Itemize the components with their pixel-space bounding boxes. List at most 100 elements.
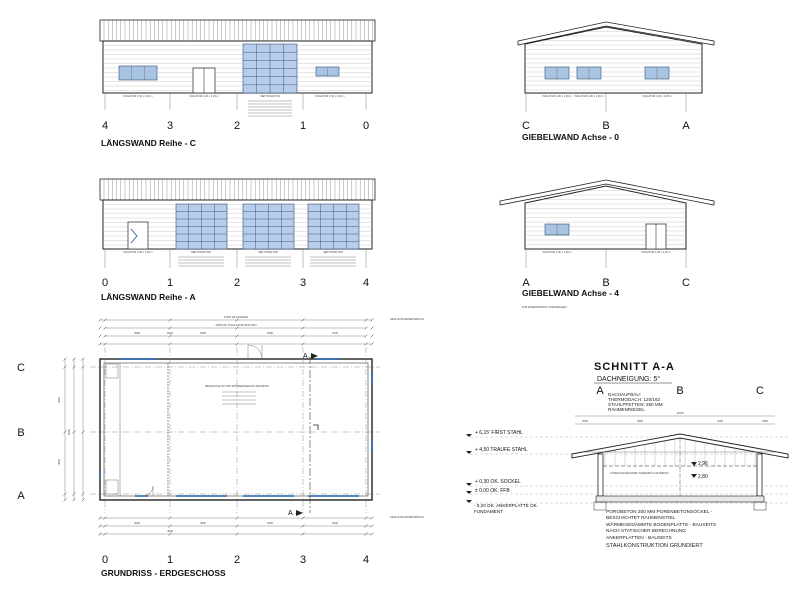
opening-note: SEKTIONALTOR — [260, 94, 280, 98]
grid-axis-label: B — [602, 277, 609, 289]
level-label: + 4,50 TRAUFE STAHL — [475, 447, 528, 453]
grid-axis-label: 3 — [300, 277, 306, 289]
opening-note: ISOLATOR 1,00 x 1,00 m — [574, 94, 603, 98]
dimension-bay: 4900 — [134, 521, 140, 525]
section-title: SCHNITT A-A — [594, 361, 675, 373]
inner-wall-line — [103, 362, 369, 497]
level-label: ± 0,00 OK. FFB — [475, 488, 510, 494]
grid-axis-label: 2 — [234, 277, 240, 289]
floor-plan-title: GRUNDRISS - ERDGESCHOSS — [101, 568, 226, 578]
elevation-achse-0: ISOLATOR 1,00 x 1,00 m ISOLATOR 1,00 x 1… — [517, 21, 715, 142]
grid-axis-label: C — [682, 277, 690, 289]
construction-note: ANKERPLATTEN - BAUSEITS — [606, 536, 672, 542]
dimension-sub: 22500 (R) STAHLKONSTRUKTION — [215, 323, 256, 327]
opening-note: SEKTIONALTOR — [191, 250, 211, 254]
dimension-bay: 5000 — [167, 331, 173, 335]
grid-axis-label: 0 — [102, 554, 108, 566]
gable-roof — [499, 179, 715, 206]
roof-ribs — [103, 20, 373, 41]
roof-section — [571, 433, 789, 459]
construction-note: WÄRMEGEDÄMMTE BODENPLATTE - BAUSEITS NAC… — [606, 523, 717, 534]
grid-axis-label: A — [596, 385, 604, 397]
column — [597, 453, 604, 497]
grid-axis-label: B — [676, 385, 683, 397]
gable-roof — [517, 21, 715, 46]
elevation-title: LÄNGSWAND Reihe - C — [101, 138, 196, 148]
section-a-a: SCHNITT A-A DACHNEIGUNG: 5° A B C DACHAU… — [466, 361, 790, 549]
grid-axis-label: A — [17, 490, 25, 502]
grid-axis-label: 3 — [167, 120, 173, 132]
gate-grid — [243, 44, 297, 93]
dimension-sub: 2500 — [582, 419, 588, 423]
level-label: - 0,20 OK. ANKERPLATTE OK. FUNDAMENT — [474, 503, 538, 514]
opening-note: ISOLATOR 1,00 x 1,00 m — [315, 94, 344, 98]
gate-grid — [176, 204, 359, 249]
dimension-ticks — [98, 516, 374, 536]
grid-axis-label: 4 — [363, 554, 369, 566]
opening-note: ISOLATOR 1,00 x 1,00 m — [642, 94, 671, 98]
level-label: + 0,30 OK. SOCKEL — [475, 479, 521, 485]
opening-note: ISOLATOR 1,00 x 1,00 m — [542, 250, 571, 254]
dimension-bay: 4000 — [332, 521, 338, 525]
dimension-overall: 27000 (R) FASSADE — [224, 315, 248, 319]
grid-axis-label: B — [602, 120, 609, 132]
grid-axis-label: B — [17, 427, 24, 439]
dimension-bay: 4000 — [267, 521, 273, 525]
opening-note: ISOLATOR 1,00 x 1,00 m — [123, 250, 152, 254]
dimension-ticks — [63, 357, 85, 502]
grid-axis-label: 2 — [234, 120, 240, 132]
roof-ribs — [103, 179, 373, 200]
dimension-bay: 4000 — [167, 529, 173, 533]
height-label: 2,80 — [698, 474, 708, 480]
height-label: 2,96 — [698, 461, 708, 467]
grid-axis-label: 3 — [300, 554, 306, 566]
dimension-ticks — [98, 318, 374, 346]
construction-note: STAHLKONSTRUKTION GRUNDIERT — [606, 542, 703, 549]
grid-axis-label: C — [756, 385, 764, 397]
grid-axis-label: 4 — [363, 277, 369, 289]
grid-axis-label: A — [682, 120, 690, 132]
level-label: + 6,15' FIRST STAHL — [475, 430, 523, 436]
dimension-bay: 4000 — [200, 521, 206, 525]
roof-band — [99, 178, 376, 201]
grid-axis-label: 1 — [167, 554, 173, 566]
dimension-left: 4000 — [57, 459, 61, 465]
dimension-bay: 5300 — [267, 331, 273, 335]
floor-slab — [595, 495, 765, 503]
grid-axis-label: A — [522, 277, 530, 289]
dimension-left: 6000 — [67, 429, 71, 435]
opening-note: ISOLATOR 1,00 x 1,00 m — [641, 250, 670, 254]
elevation-title: GIEBELWAND Achse - 4 — [522, 288, 619, 298]
roof-band — [99, 19, 376, 42]
dimension-overall: 14000 — [676, 411, 684, 415]
opening-note: ISOLATOR 1,00 x 1,00 m — [123, 94, 152, 98]
grid-axis-label: 0 — [102, 277, 108, 289]
dimension-left: 4000 — [57, 397, 61, 403]
opening-note: SEKTIONALTOR — [258, 250, 278, 254]
outer-wall — [99, 358, 373, 501]
extension-label: GEPLANTE ERWEITERUNG — [390, 317, 424, 321]
door — [127, 221, 149, 250]
grid-axis-label: 2 — [234, 554, 240, 566]
elevation-title: GIEBELWAND Achse - 0 — [522, 132, 619, 142]
dimension-sub: 4500 — [637, 419, 643, 423]
grid-axis-label: 1 — [167, 277, 173, 289]
elevation-achse-4: ISOLATOR 1,00 x 1,00 m ISOLATOR 1,00 x 1… — [499, 179, 715, 309]
elevation-reihe-a: ISOLATOR 1,00 x 1,00 m SEKTIONALTOR SEKT… — [99, 178, 376, 302]
footnote: ZUR ERWEITERUNG VORGESEHEN — [522, 305, 567, 309]
grid-axis-label: 1 — [300, 120, 306, 132]
room-note: BRANDSCHUTZ UND WÄRMEDÄMMUNG BAUSEITS — [205, 384, 269, 388]
level-label-block: - 0,20 OK. ANKERPLATTE OK. FUNDAMENT — [474, 503, 538, 514]
roof-spec-block: DACHAUFBAU: THERMODACH: 120/162 STAHLPFE… — [608, 392, 663, 412]
column — [756, 453, 763, 497]
grid-axis-label: 4 — [102, 120, 108, 132]
elevation-title: LÄNGSWAND Reihe - A — [101, 292, 196, 302]
opening-note: ISOLATOR 1,00 x 1,00 m — [189, 94, 218, 98]
floor-plan: 27000 (R) FASSADE 22500 (R) STAHLKONSTRU… — [17, 315, 424, 578]
grid-axis-label: C — [17, 362, 25, 374]
dimension-bay: 5200 — [200, 331, 206, 335]
wall-note: VORDACHKRAGARME THERMISCH GETRENNT — [610, 471, 669, 475]
truss-members — [604, 437, 756, 466]
roof-spec: DACHAUFBAU: THERMODACH: 120/162 STAHLPFE… — [608, 392, 663, 412]
